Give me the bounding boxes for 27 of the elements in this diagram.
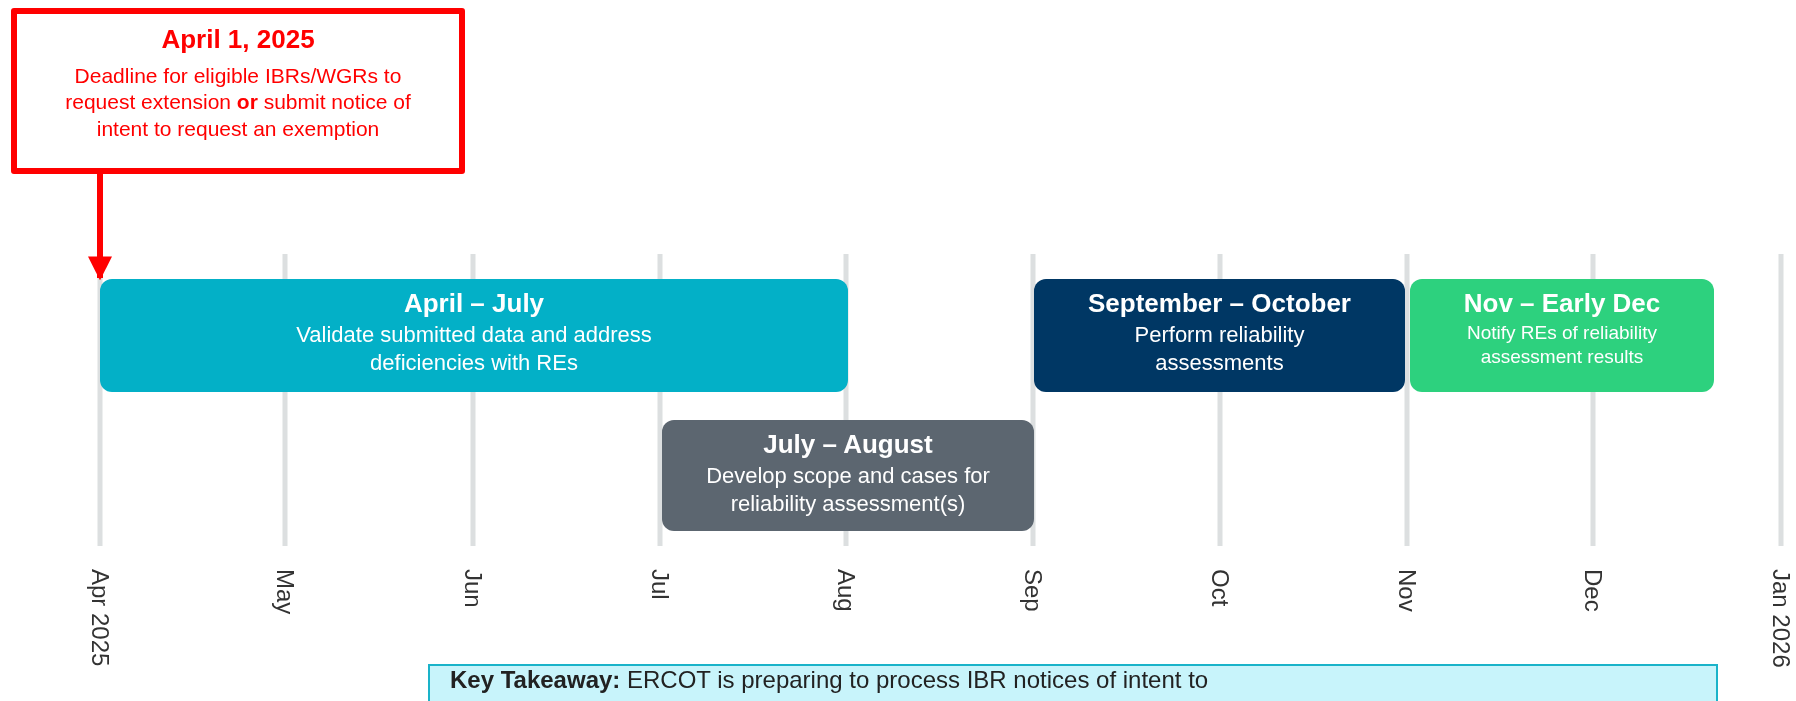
timeline-bar bbox=[1410, 279, 1714, 392]
arrow bbox=[88, 174, 112, 281]
phase-title: September – October bbox=[1087, 288, 1352, 320]
phase-description: Notify REs of reliability assessment results bbox=[1465, 321, 1659, 369]
month-label: Jul bbox=[648, 569, 672, 600]
timeline-bar bbox=[1034, 279, 1405, 392]
phase-title: Nov – Early Dec bbox=[1462, 288, 1662, 320]
phase-title: April – July bbox=[402, 288, 546, 320]
callout-date: April 1, 2025 bbox=[160, 24, 316, 56]
callout-text: Deadline for eligible IBRs/WGRs to request extension or submit notice of intent to request an exemption bbox=[64, 63, 412, 142]
month-label: Apr 2025 bbox=[88, 569, 112, 667]
phase-title: July – August bbox=[762, 429, 934, 461]
phase-description: Perform reliability assessments bbox=[1133, 321, 1306, 377]
timeline-bar bbox=[662, 420, 1034, 531]
phase-description: Validate submitted data and address deficiencies with REs bbox=[295, 321, 653, 377]
month-label: May bbox=[273, 569, 297, 615]
phase-description: Develop scope and cases for reliability assessment(s) bbox=[705, 462, 991, 518]
month-label: Jan 2026 bbox=[1769, 569, 1793, 668]
callout-box bbox=[11, 8, 465, 174]
month-label: Nov bbox=[1395, 569, 1419, 612]
month-label: Jun bbox=[461, 569, 485, 608]
month-label: Aug bbox=[834, 569, 858, 612]
timeline-bar bbox=[100, 279, 848, 392]
month-label: Dec bbox=[1581, 569, 1605, 612]
takeaway-box: Key Takeaway: ERCOT is preparing to process IBR notices of intent to bbox=[428, 664, 1718, 701]
month-label: Sep bbox=[1021, 569, 1045, 612]
month-label: Oct bbox=[1208, 569, 1232, 607]
